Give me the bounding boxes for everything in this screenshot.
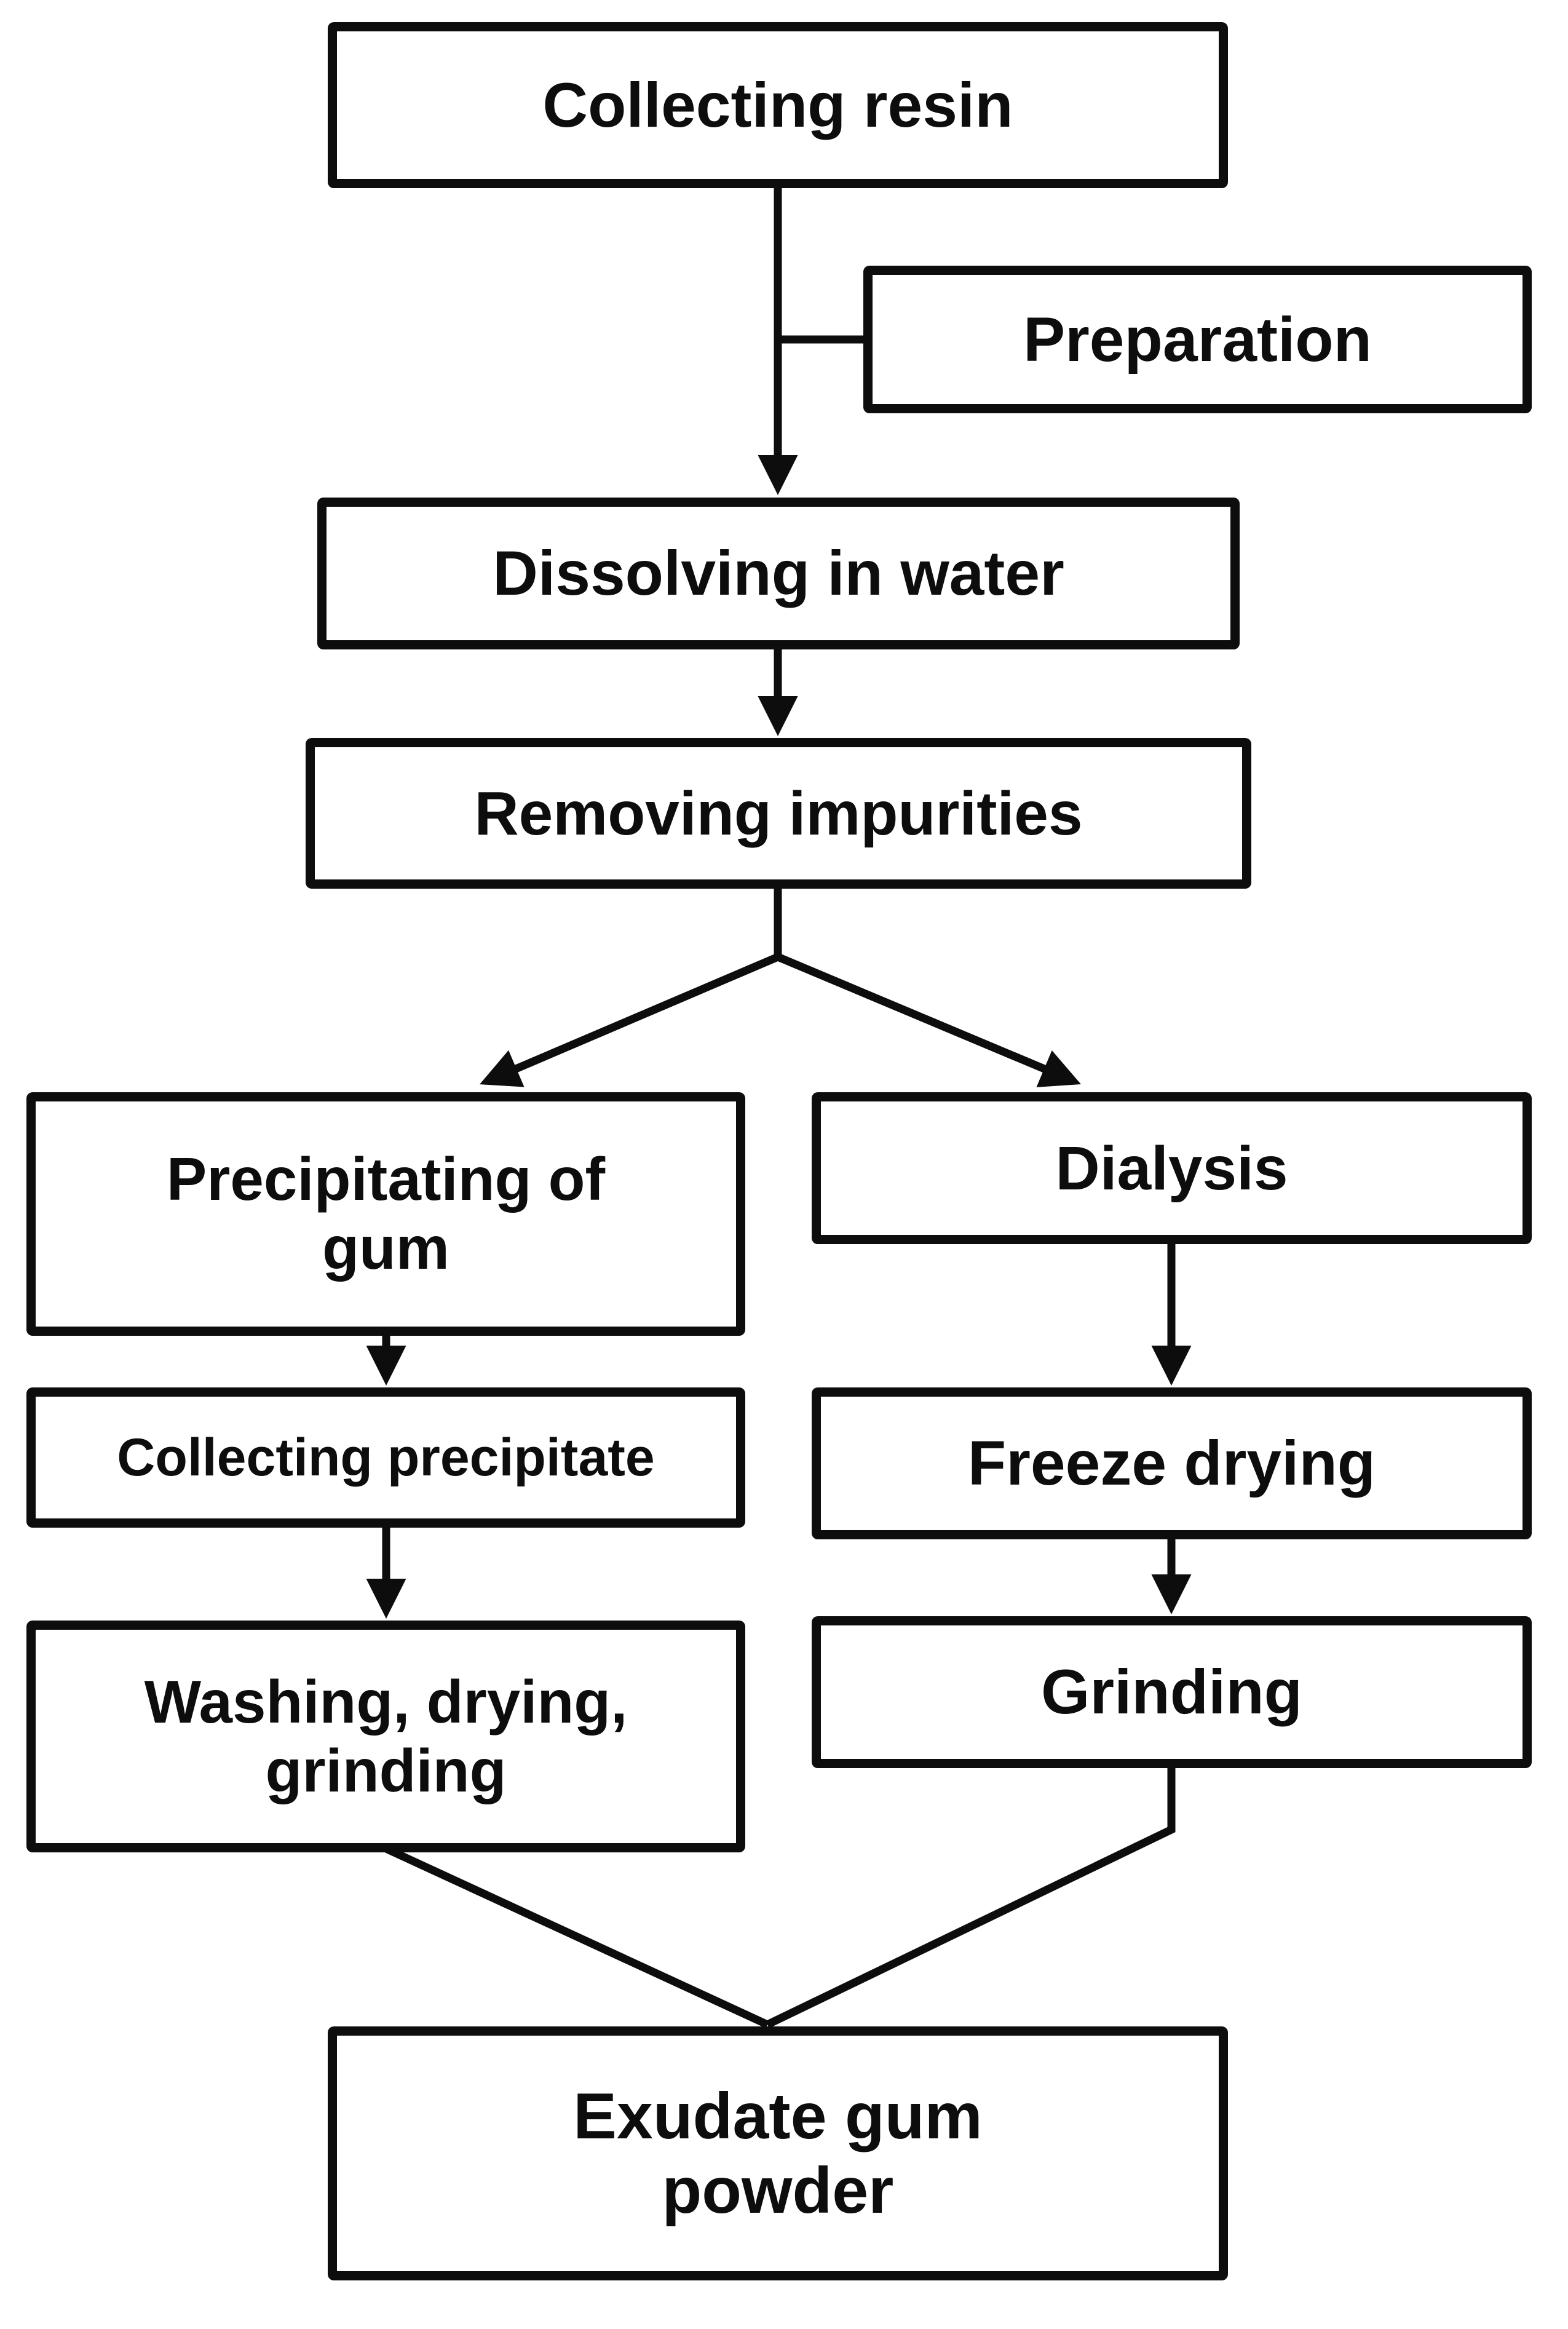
node-precipitating-of-gum: Precipitating of gum (26, 1092, 745, 1336)
node-label: Dissolving in water (493, 538, 1064, 609)
node-label: Removing impurities (474, 779, 1083, 848)
node-collecting-resin: Collecting resin (328, 22, 1228, 188)
node-label: Freeze drying (967, 1428, 1376, 1499)
node-label: Grinding (1041, 1657, 1302, 1728)
connector-grinding-to-exudate (766, 1765, 1176, 2028)
node-grinding: Grinding (812, 1616, 1532, 1768)
node-collecting-precipitate: Collecting precipitate (26, 1387, 745, 1528)
connector-washing-to-exudate (384, 1845, 769, 2028)
node-dialysis: Dialysis (812, 1092, 1532, 1244)
node-label: Collecting resin (542, 69, 1013, 140)
arrow-removing-to-dialysis (776, 953, 1081, 1087)
node-preparation: Preparation (863, 266, 1532, 413)
node-label: Dialysis (1055, 1133, 1288, 1203)
node-label: Exudate gum powder (573, 2079, 983, 2227)
node-label: Washing, drying, grinding (144, 1667, 628, 1804)
node-dissolving-in-water: Dissolving in water (317, 498, 1240, 649)
node-removing-impurities: Removing impurities (306, 738, 1251, 889)
arrow-removing-to-precipitating (480, 953, 780, 1087)
node-freeze-drying: Freeze drying (812, 1387, 1532, 1539)
node-label: Precipitating of gum (166, 1145, 606, 1282)
node-washing-drying-grinding: Washing, drying, grinding (26, 1621, 745, 1852)
node-exudate-gum-powder: Exudate gum powder (328, 2026, 1228, 2280)
node-label: Preparation (1023, 304, 1372, 375)
node-label: Collecting precipitate (117, 1427, 655, 1487)
